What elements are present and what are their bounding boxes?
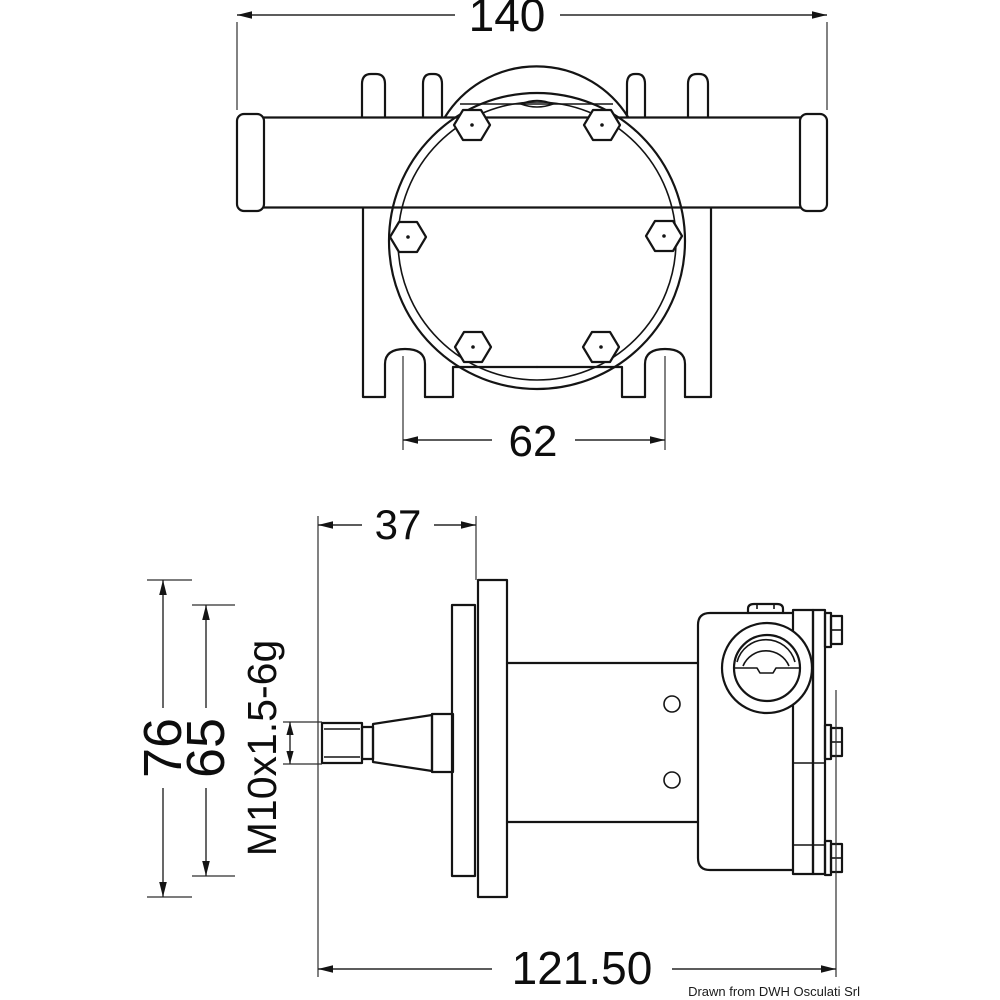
hex-bolt — [453, 330, 493, 364]
filler-boss — [746, 602, 785, 615]
body-hole-upper — [663, 695, 681, 713]
tab-2 — [421, 72, 444, 119]
shaft — [320, 712, 455, 774]
port-outer-ring — [720, 621, 814, 715]
mounting-slot-left — [383, 347, 427, 399]
hose-pipe — [235, 112, 829, 213]
port-inner-ring — [732, 633, 802, 703]
flange-circle-inner — [397, 101, 677, 381]
shaft-taper — [371, 713, 434, 773]
credit-text: Drawn from DWH Osculati Srl — [688, 984, 860, 999]
dimension-62: 62 — [402, 356, 666, 466]
pipe-end-cap-left — [235, 112, 266, 213]
dim-140-label: 140 — [469, 0, 546, 41]
dim-65-label: 65 — [176, 718, 236, 778]
dimension-76: 76 — [133, 579, 193, 898]
dim-62-label: 62 — [509, 417, 558, 466]
dimension-121-50: 121.50 — [318, 690, 837, 994]
dim-thread-label: M10x1.5-6g — [239, 640, 285, 857]
outer-flange-plate — [476, 578, 509, 899]
lens-detail — [520, 99, 554, 108]
top-view: 140 62 — [235, 0, 829, 466]
tab-1 — [360, 72, 387, 119]
hex-bolt — [644, 219, 684, 253]
hex-bolt — [582, 108, 622, 142]
dimension-65: 65 — [176, 604, 236, 877]
hex-bolt — [388, 220, 428, 254]
hex-bolt — [581, 330, 621, 364]
cover-bolt-bottom — [823, 839, 844, 877]
side-view: 37 76 65 M10x1. — [133, 501, 844, 994]
shaft-collar — [430, 712, 455, 774]
shaft-neck — [360, 725, 375, 761]
pump-head — [696, 602, 844, 877]
bracket-right-side — [683, 206, 713, 399]
dim-76-label: 76 — [133, 718, 193, 778]
flange-circle-outer — [387, 91, 687, 391]
port-cam-detail — [735, 638, 799, 674]
cover-bolt-middle — [823, 723, 844, 761]
body-hole-lower — [663, 771, 681, 789]
dim-37-label: 37 — [375, 501, 422, 548]
dome-arc — [443, 65, 630, 119]
dimension-140: 140 — [236, 0, 828, 110]
cover-plate-outer — [811, 608, 827, 876]
hex-bolt — [452, 108, 492, 142]
pipe-end-cap-right — [798, 112, 829, 213]
pump-head-outline — [696, 611, 795, 872]
tab-3 — [625, 72, 647, 119]
bracket-bottom-right — [535, 365, 647, 399]
hex-bolts-top-view — [388, 108, 684, 364]
cover-bolt-top — [823, 611, 844, 649]
inner-plate — [450, 603, 477, 878]
dimension-thread: M10x1.5-6g — [239, 640, 322, 857]
bracket-left-side — [361, 206, 387, 399]
mounting-slot-right — [643, 347, 687, 399]
motor-body — [505, 661, 700, 824]
bracket-bottom-left — [423, 365, 539, 399]
dim-121-50-label: 121.50 — [512, 942, 653, 994]
tab-4 — [686, 72, 710, 119]
dimension-37: 37 — [317, 501, 477, 977]
